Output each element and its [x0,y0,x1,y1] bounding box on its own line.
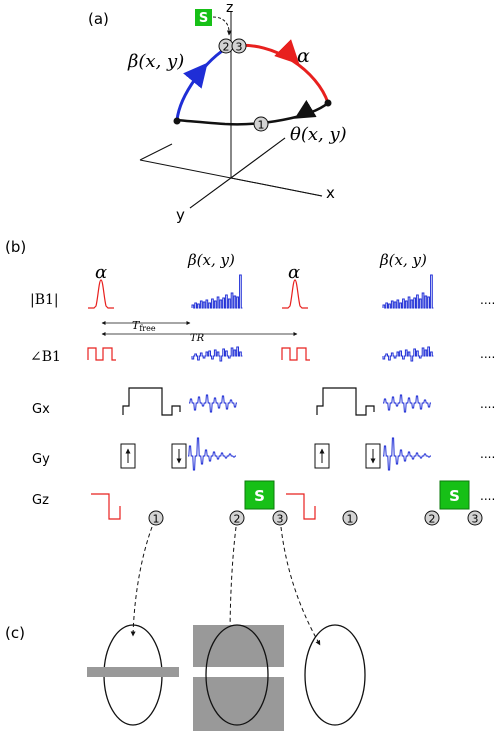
marker-1: 1 [253,116,269,132]
plane-line [139,143,173,161]
alpha-label: α [297,45,310,67]
tfree-label: Tfree [132,319,156,333]
beta-rf-phase-2 [382,346,434,362]
ellipsis-b1-phase: .... [480,347,495,361]
alpha-rf-phase-2 [281,347,310,361]
axes-3d [139,12,323,209]
spoiler-dashed-arrow [212,16,232,36]
tr-label: TR [190,333,205,344]
alpha-pulse-label-1: α [95,262,107,283]
time-marker-3a: 3 [272,510,288,526]
gx-readout-1 [122,387,181,416]
gx-readout-2 [316,387,375,416]
svg-text:2: 2 [223,41,230,54]
phantom-2-saturation-top [193,625,284,667]
gy-spatial-encoding-2 [383,437,431,471]
phantom-2-saturation-bottom [193,677,284,731]
gz-slice-select-1 [91,493,121,520]
dashed-arrow-marker-2 [227,526,237,639]
gz-spoiler-badge-1 [244,480,275,510]
marker-2: 2 [218,38,234,54]
phantom-3-outline [304,624,366,726]
panel-b: (b) |B1| ∠B1 Gx Gy Gz α β(x, y) α β(x, y… [5,238,495,646]
gz-spoiler-badge-1-text: S [254,487,265,505]
gz-spoiler-badge-2 [439,480,470,510]
alpha-arc [231,43,330,104]
dashed-arrow-marker-1 [130,526,153,637]
row-label-b1-magnitude: |B1| [30,292,59,308]
alpha-rf-magnitude-2 [282,279,308,309]
svg-text:2: 2 [234,513,241,526]
svg-text:3: 3 [472,513,479,526]
beta-arrow [183,62,208,89]
gy-rewinder-table-1 [171,443,187,469]
marker-3: 3 [231,38,247,54]
gz-slice-select-2 [286,493,316,520]
time-marker-3b: 3 [467,510,483,526]
spoiler-badge-text: S [199,11,208,26]
gx-spatial-encoding-1 [189,394,237,413]
svg-text:3: 3 [277,513,284,526]
alpha-rf-phase-1 [87,347,116,361]
spoiler-badge [195,9,212,26]
alpha-rf-magnitude-1 [88,279,114,309]
ellipsis-b1-magnitude: .... [480,293,495,307]
theta-arc [176,102,329,126]
row-label-gx: Gx [32,402,50,417]
x-axis-label: x [326,184,335,202]
plane-line [230,137,286,179]
svg-text:2: 2 [429,513,436,526]
theta-arrow [294,99,317,119]
panel-a: (a) z x y α β(x, y) θ(x, y) S [88,0,347,224]
y-axis-label: y [176,206,185,224]
z-axis-label: z [226,0,233,16]
svg-text:1: 1 [258,119,265,132]
row-label-b1-phase: ∠B1 [30,349,61,365]
alpha-pulse-label-2: α [288,262,300,283]
phantom-1-saturation-band [87,667,179,677]
beta-rf-phase-1 [191,346,243,362]
gy-spatial-encoding-1 [188,437,236,471]
panel-a-label: (a) [88,10,109,28]
beta-rf-magnitude-2 [382,274,434,309]
panel-b-label: (b) [5,238,26,256]
time-marker-1b: 1 [342,510,358,526]
beta-label: β(x, y) [127,51,184,72]
panel-c: (c) [5,624,366,731]
beta-pulse-label-2: β(x, y) [379,251,427,269]
gy-phase-table-1 [120,443,136,469]
gx-spatial-encoding-2 [383,394,431,413]
row-label-gz: Gz [32,493,49,508]
ellipsis-gz: .... [480,489,495,503]
vertex-dot [324,99,332,107]
beta-pulse-label-1: β(x, y) [187,251,235,269]
svg-text:1: 1 [153,513,160,526]
beta-arc [175,44,231,121]
dashed-arrow-marker-3 [280,526,321,646]
gz-spoiler-badge-2-text: S [449,487,460,505]
alpha-arrow [274,39,300,65]
ellipsis-gx: .... [480,397,495,411]
row-label-gy: Gy [32,452,50,467]
vertex-dot [173,117,181,125]
time-marker-2b: 2 [424,510,440,526]
panel-c-label: (c) [5,624,25,642]
svg-text:3: 3 [236,41,243,54]
theta-label: θ(x, y) [290,124,347,145]
gy-rewinder-table-2 [365,443,381,469]
beta-rf-magnitude-1 [191,274,243,309]
ellipsis-gy: .... [480,447,495,461]
gy-phase-table-2 [314,443,330,469]
time-marker-2a: 2 [229,510,245,526]
phantom-2-outline [205,624,269,726]
time-marker-1a: 1 [148,510,164,526]
svg-text:1: 1 [347,513,354,526]
